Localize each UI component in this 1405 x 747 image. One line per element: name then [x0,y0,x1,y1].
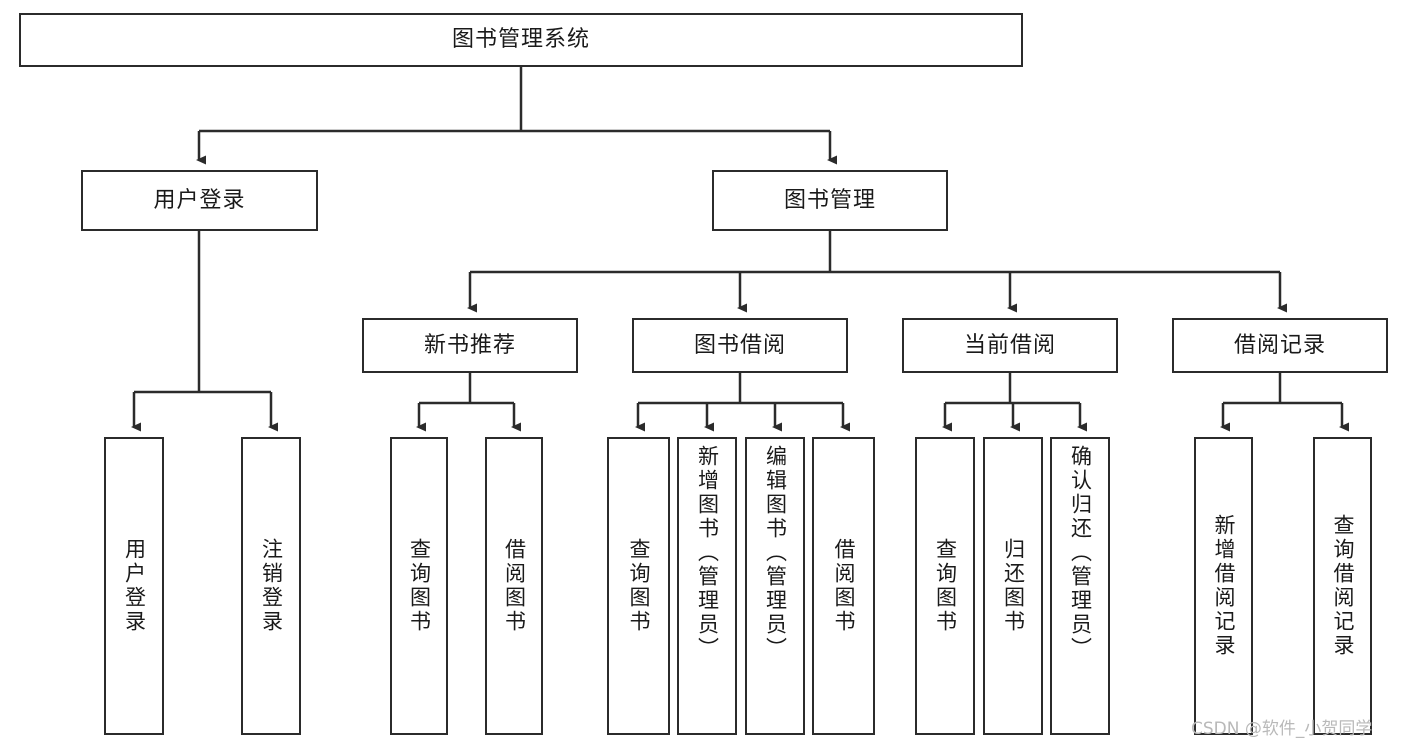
node-book-borrow-label: 图书借阅 [693,332,786,358]
node-leaf-add-book-label: 新增图书（管理员） [695,445,720,661]
node-leaf-query-record-label: 查询借阅记录 [1331,514,1355,658]
node-leaf-edit-book-label: 编辑图书（管理员） [763,445,788,661]
node-borrow-record[interactable]: 借阅记录 [1172,318,1388,373]
node-leaf-user-login[interactable]: 用户登录 [104,437,164,735]
node-borrow-record-label: 借阅记录 [1233,332,1326,358]
node-leaf-query-book-3[interactable]: 查询图书 [915,437,975,735]
node-leaf-add-book[interactable]: 新增图书（管理员） [677,437,737,735]
node-leaf-user-logout[interactable]: 注销登录 [241,437,301,735]
node-new-book-recommend-label: 新书推荐 [423,332,516,358]
node-current-borrow[interactable]: 当前借阅 [902,318,1118,373]
node-book-borrow[interactable]: 图书借阅 [632,318,848,373]
node-leaf-borrow-book-2[interactable]: 借阅图书 [812,437,875,735]
node-leaf-edit-book[interactable]: 编辑图书（管理员） [745,437,805,735]
node-leaf-user-login-label: 用户登录 [122,538,147,634]
node-leaf-add-record-label: 新增借阅记录 [1212,514,1236,658]
connector-book-borrow-to-leaves [635,373,850,432]
node-leaf-return-book[interactable]: 归还图书 [983,437,1043,735]
node-root[interactable]: 图书管理系统 [19,13,1023,67]
node-leaf-borrow-book-1-label: 借阅图书 [502,538,527,634]
node-user-login-label: 用户登录 [153,187,246,213]
node-leaf-confirm-return[interactable]: 确认归还（管理员） [1050,437,1110,735]
node-leaf-query-record[interactable]: 查询借阅记录 [1313,437,1372,735]
connector-root-to-level2 [196,67,837,165]
node-leaf-query-book-2[interactable]: 查询图书 [607,437,670,735]
node-leaf-borrow-book-1[interactable]: 借阅图书 [485,437,543,735]
node-leaf-user-logout-label: 注销登录 [259,538,284,634]
node-leaf-borrow-book-2-label: 借阅图书 [832,538,856,634]
node-leaf-return-book-label: 归还图书 [1001,538,1026,634]
node-book-manage[interactable]: 图书管理 [712,170,948,231]
node-leaf-query-book-2-label: 查询图书 [627,538,651,634]
node-current-borrow-label: 当前借阅 [963,332,1056,358]
connector-new-book-to-leaves [416,373,521,432]
node-root-label: 图书管理系统 [451,27,590,53]
connector-borrow-record-to-leaves [1220,373,1349,432]
connector-user-login-to-leaves [131,231,278,432]
node-book-manage-label: 图书管理 [783,187,876,213]
node-new-book-recommend[interactable]: 新书推荐 [362,318,578,373]
node-leaf-query-book-1[interactable]: 查询图书 [390,437,448,735]
connector-current-borrow-to-leaves [942,373,1087,432]
node-leaf-query-book-3-label: 查询图书 [933,538,958,634]
node-leaf-confirm-return-label: 确认归还（管理员） [1068,445,1093,661]
node-leaf-query-book-1-label: 查询图书 [407,538,432,634]
node-leaf-add-record[interactable]: 新增借阅记录 [1194,437,1253,735]
connector-book-manage-to-level3 [467,231,1287,313]
node-user-login[interactable]: 用户登录 [81,170,318,231]
